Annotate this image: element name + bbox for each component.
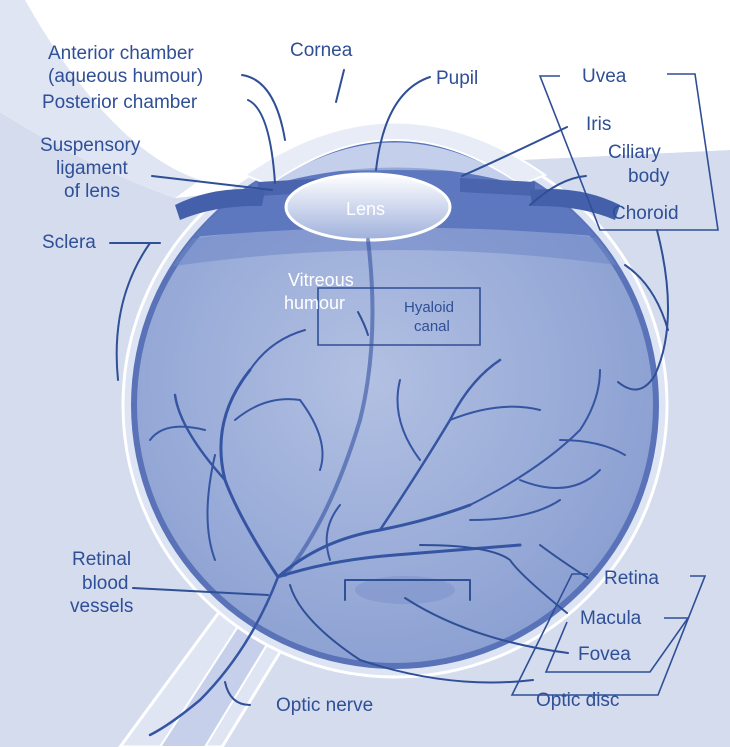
label-optic-disc: Optic disc bbox=[536, 690, 619, 711]
label-anterior-chamber-line1: Anterior chamber bbox=[48, 43, 194, 64]
label-suspensory-line1: Suspensory bbox=[40, 135, 141, 156]
label-retina: Retina bbox=[604, 568, 659, 589]
label-cornea: Cornea bbox=[290, 40, 353, 61]
label-hyaloid-line1: Hyaloid bbox=[404, 299, 454, 316]
label-suspensory-line3: of lens bbox=[64, 181, 120, 202]
label-anterior-chamber-line2: (aqueous humour) bbox=[48, 66, 203, 87]
label-ciliary-body-line2: body bbox=[628, 166, 670, 187]
label-ciliary-body-line1: Ciliary bbox=[608, 142, 661, 163]
label-macula: Macula bbox=[580, 608, 642, 629]
label-posterior-chamber: Posterior chamber bbox=[42, 92, 198, 113]
label-retinal-vessels-line3: vessels bbox=[70, 596, 133, 617]
label-vitreous-line1: Vitreous bbox=[288, 270, 354, 290]
label-lens: Lens bbox=[346, 199, 385, 219]
label-iris: Iris bbox=[586, 114, 611, 135]
label-vitreous-line2: humour bbox=[284, 293, 345, 313]
label-choroid: Choroid bbox=[612, 203, 679, 224]
label-pupil: Pupil bbox=[436, 68, 478, 89]
label-sclera: Sclera bbox=[42, 232, 96, 253]
label-suspensory-line2: ligament bbox=[56, 158, 129, 179]
label-retinal-vessels-line1: Retinal bbox=[72, 549, 131, 570]
label-uvea: Uvea bbox=[582, 66, 627, 87]
label-retinal-vessels-line2: blood bbox=[82, 573, 129, 594]
label-fovea: Fovea bbox=[578, 644, 631, 665]
label-hyaloid-line2: canal bbox=[414, 318, 450, 335]
label-optic-nerve: Optic nerve bbox=[276, 695, 373, 716]
